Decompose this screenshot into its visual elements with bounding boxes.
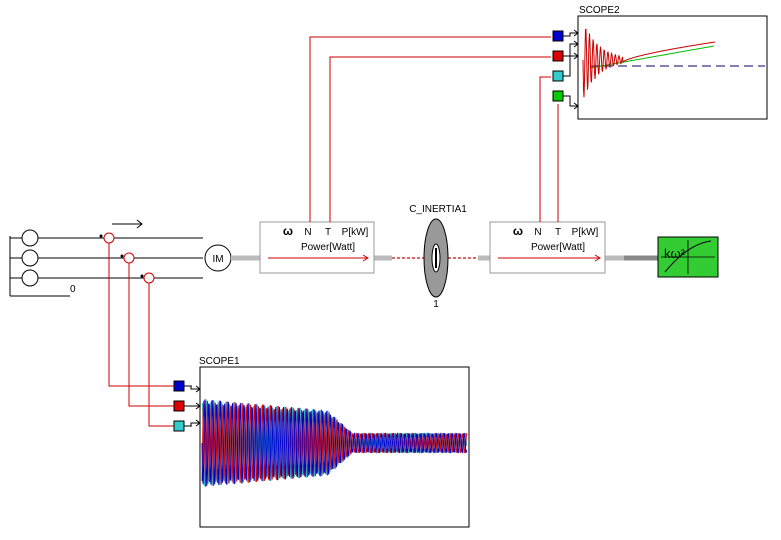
scope1-traces [201,399,468,487]
scope2-channel-1[interactable] [552,30,564,42]
power-kw-label: P[kW] [342,227,369,238]
scope1[interactable]: SCOPE1 [173,356,470,528]
scope2-channel-3[interactable] [552,70,564,82]
three-phase-bus[interactable] [38,237,203,279]
scope2[interactable]: SCOPE2 [552,5,768,120]
scope2-channel-2[interactable] [552,50,564,62]
scope1-title: SCOPE1 [199,356,240,367]
scope2-channel-4[interactable] [552,90,564,102]
inertia-value: 1 [433,299,439,310]
scope1-signal-wires[interactable] [108,243,192,427]
induction-motor[interactable]: IM [204,244,232,272]
scope2-title: SCOPE2 [579,5,620,16]
inertia-label: C_INERTIA1 [409,204,467,215]
omega-label: ω [283,224,293,238]
scope1-channel-3[interactable] [173,420,185,432]
speed-n-label: N [534,227,541,238]
scope1-channel-2[interactable] [173,400,185,412]
load-label: kω² [664,246,686,261]
speed-n-label: N [304,227,311,238]
torque-t-label: T [325,227,331,238]
torque-t-label: T [555,227,561,238]
scope2-traces [582,28,765,98]
speed-sensor-2[interactable]: ω N T P[kW] Power[Watt] [489,221,606,274]
omega-label: ω [513,224,523,238]
motor-label: IM [212,254,223,265]
scope1-channel-1[interactable] [173,380,185,392]
ground-label: 0 [70,284,76,295]
power-watt-label: Power[Watt] [301,242,355,253]
inertia-disc[interactable]: C_INERTIA1 1 [409,204,467,310]
three-phase-source[interactable]: 0 [9,229,76,297]
quadratic-load[interactable]: kω² [657,236,719,278]
current-direction-arrow-icon [112,219,143,229]
power-kw-label: P[kW] [572,227,599,238]
speed-sensor-1[interactable]: ω N T P[kW] Power[Watt] [259,221,375,274]
power-watt-label: Power[Watt] [531,242,585,253]
scope2-signal-wires[interactable] [309,36,559,222]
